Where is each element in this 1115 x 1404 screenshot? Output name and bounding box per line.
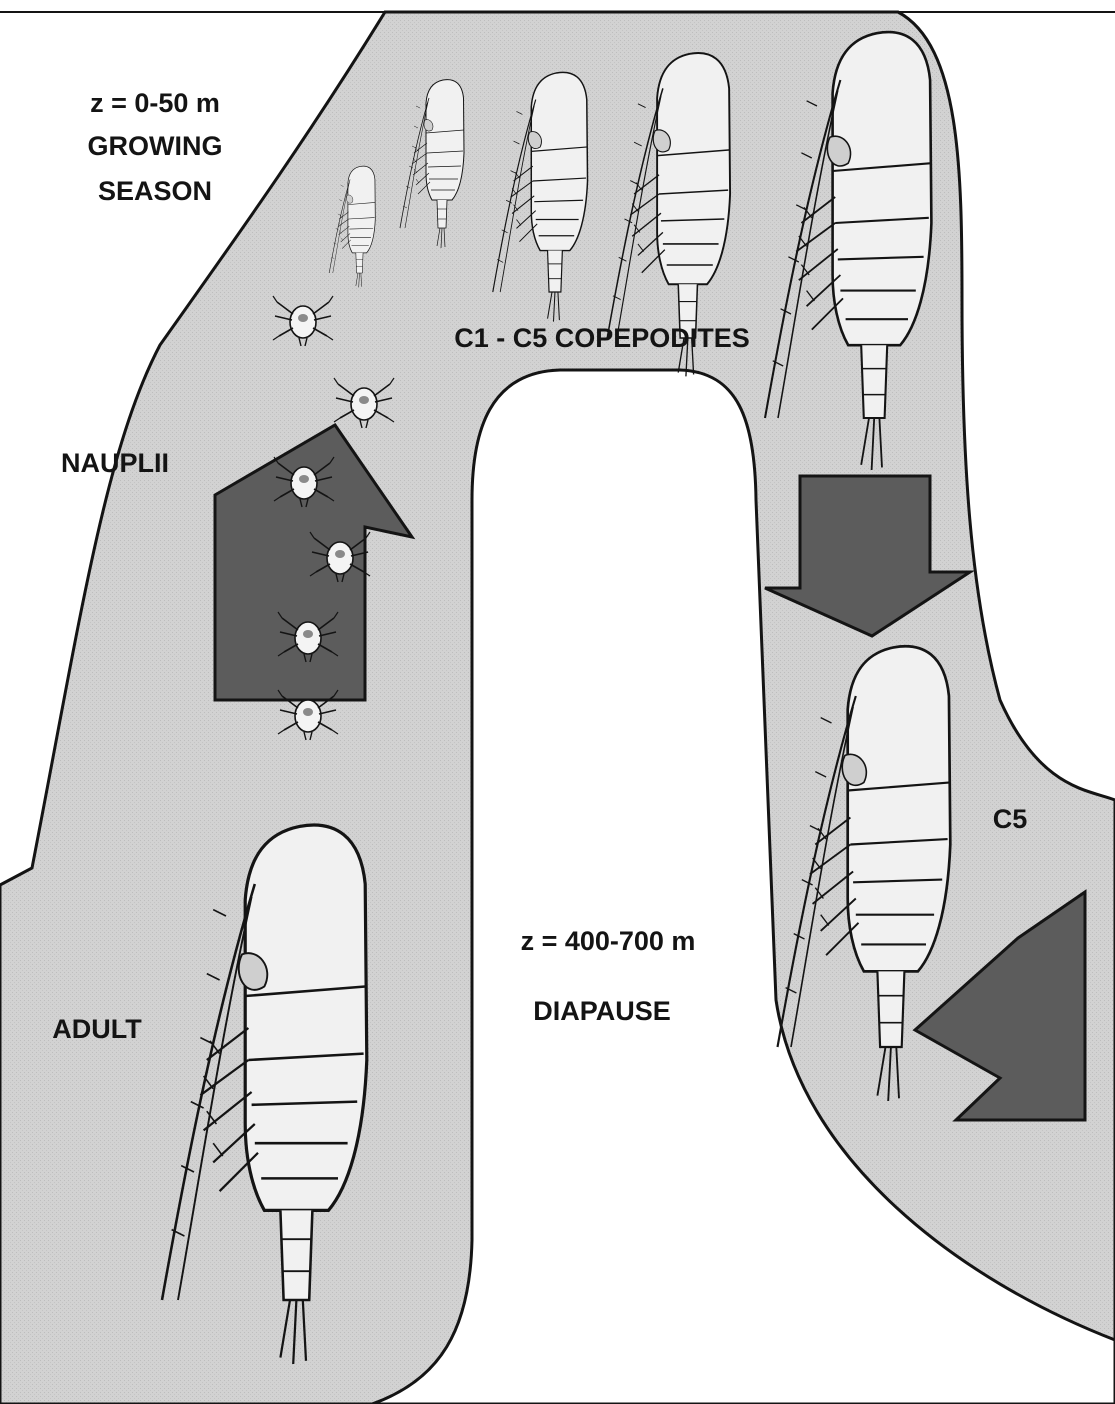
growing-season-label-2: SEASON xyxy=(98,176,212,206)
surface-depth-label: z = 0-50 m xyxy=(90,88,220,118)
growing-season-label-1: GROWING xyxy=(88,131,223,161)
nauplii-label: NAUPLII xyxy=(61,448,169,478)
deep-depth-label: z = 400-700 m xyxy=(521,926,696,956)
adult-label: ADULT xyxy=(52,1014,142,1044)
diapause-label: DIAPAUSE xyxy=(533,996,671,1026)
copepodites-label: C1 - C5 COPEPODITES xyxy=(454,323,750,353)
c5-label: C5 xyxy=(993,804,1028,834)
